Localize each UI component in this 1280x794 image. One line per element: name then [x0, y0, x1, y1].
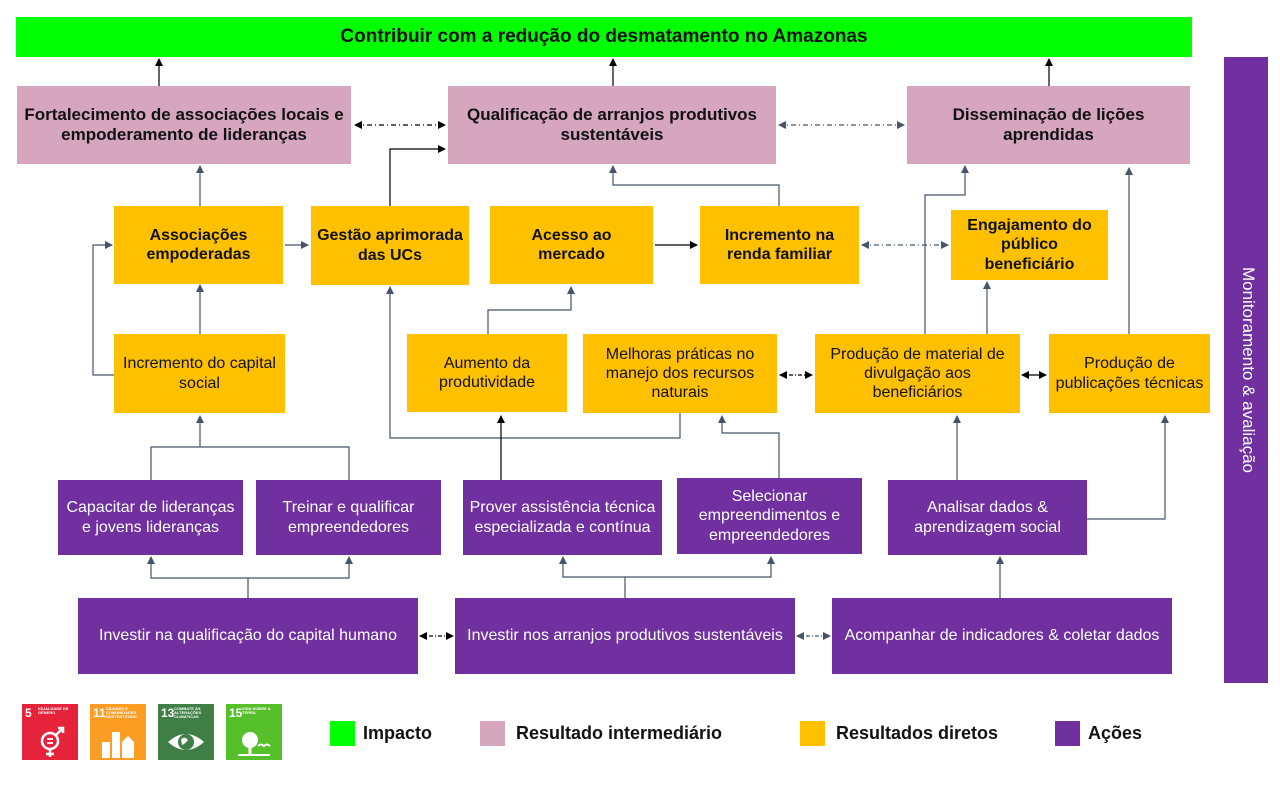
direct-associacoes: Associações empoderadas [114, 206, 283, 284]
legend-swatch-acoes [1055, 721, 1080, 746]
action-investir-arranjos: Investir nos arranjos produtivos sustent… [455, 598, 795, 674]
city-icon [102, 732, 134, 758]
legend-swatch-diretos [800, 721, 825, 746]
direct-engajamento: Engajamento do público beneficiário [951, 210, 1108, 280]
eye-globe-icon [168, 734, 204, 750]
direct-label: Aumento da produtividade [438, 354, 536, 391]
sdg-text: CIDADES E COMUNIDADES SUSTENTÁVEIS [106, 706, 137, 720]
action-prover: Prover assistência técnica especializada… [463, 480, 662, 555]
sdg-5-badge: 5 IGUALDADE DE GÊNERO [22, 704, 78, 760]
direct-melhoras: Melhoras práticas no manejo dos recursos… [583, 334, 777, 413]
direct-incremento-capital: Incremento do capital social [114, 334, 285, 413]
intermediate-disseminacao: Disseminação de lições aprendidas [907, 86, 1190, 164]
gender-equality-icon [40, 726, 65, 757]
legend-label-impacto: Impacto [363, 723, 433, 743]
sdg-11-badge: 11 CIDADES E COMUNIDADES SUSTENTÁVEIS [90, 704, 146, 760]
direct-label: Produção de publicações técnicas [1055, 355, 1204, 392]
legend-label-acoes: Ações [1088, 723, 1143, 743]
action-selecionar: Selecionar empreendimentos e empreendedo… [677, 478, 862, 554]
action-label: Capacitar de lideranças e jovens lideran… [66, 499, 235, 536]
intermediate-qualificacao: Qualificação de arranjos produtivos sust… [448, 86, 776, 164]
legend-swatch-impacto [330, 721, 355, 746]
sdg-15-badge: 15 VIDA SOBRE A TERRA [226, 704, 282, 760]
action-analisar: Analisar dados & aprendizagem social [888, 480, 1087, 555]
direct-producao-publicacoes: Produção de publicações técnicas [1049, 334, 1210, 413]
direct-label: Incremento do capital social [123, 355, 276, 392]
action-label: Prover assistência técnica especializada… [469, 499, 656, 536]
direct-aumento: Aumento da produtividade [407, 334, 567, 412]
direct-gestao: Gestão aprimorada das UCs [311, 206, 469, 285]
intermediate-label: Disseminação de lições aprendidas [952, 104, 1145, 144]
sdg-number: 5 [25, 706, 32, 720]
action-label: Investir na qualificação do capital huma… [99, 627, 397, 645]
action-label: Treinar e qualificar empreendedores [282, 499, 415, 536]
direct-label: Engajamento do público beneficiário [967, 217, 1092, 273]
tree-icon [238, 732, 271, 756]
direct-label: Acesso ao mercado [531, 226, 612, 263]
action-investir-capital: Investir na qualificação do capital huma… [78, 598, 418, 674]
sdg-text: VIDA SOBRE A TERRA [242, 706, 271, 716]
direct-label: Gestão aprimorada das UCs [317, 227, 463, 264]
legend-label-diretos: Resultados diretos [836, 723, 999, 743]
impact-label: Contribuir com a redução do desmatamento… [340, 25, 868, 47]
action-acompanhar: Acompanhar de indicadores & coletar dado… [832, 598, 1172, 674]
impact-box: Contribuir com a redução do desmatamento… [16, 17, 1192, 57]
sdg-number: 13 [161, 706, 175, 720]
action-label: Analisar dados & aprendizagem social [914, 499, 1061, 536]
sdg-number: 11 [93, 706, 106, 720]
direct-label: Associações empoderadas [146, 226, 251, 263]
action-label: Investir nos arranjos produtivos sustent… [467, 627, 783, 645]
direct-acesso: Acesso ao mercado [490, 206, 653, 284]
legend-label-intermediario: Resultado intermediário [516, 723, 723, 743]
legend-swatch-intermediario [480, 721, 505, 746]
direct-label: Melhoras práticas no manejo dos recursos… [605, 345, 755, 402]
action-treinar: Treinar e qualificar empreendedores [256, 480, 441, 555]
direct-incremento-renda: Incremento na renda familiar [700, 206, 859, 284]
direct-label: Incremento na renda familiar [724, 226, 835, 263]
sdg-number: 15 [229, 706, 243, 720]
sdg-text: IGUALDADE DE GÊNERO [38, 706, 69, 716]
direct-label: Produção de material de divulgação aos b… [830, 345, 1005, 402]
direct-producao-material: Produção de material de divulgação aos b… [815, 334, 1020, 413]
monitoring-bar [1224, 57, 1268, 683]
action-capacitar: Capacitar de lideranças e jovens lideran… [58, 480, 243, 555]
action-label: Acompanhar de indicadores & coletar dado… [844, 627, 1160, 645]
intermediate-label: Qualificação de arranjos produtivos sust… [466, 104, 758, 144]
intermediate-label: Fortalecimento de associações locais e e… [24, 104, 344, 144]
sdg-13-badge: 13 COMBATE ÀS ALTERAÇÕES CLIMÁTICAS [158, 704, 214, 760]
sdg-text: COMBATE ÀS ALTERAÇÕES CLIMÁTICAS [174, 706, 202, 720]
action-label: Selecionar empreendimentos e empreendedo… [698, 488, 841, 544]
intermediate-fortalecimento: Fortalecimento de associações locais e e… [17, 86, 351, 164]
monitoring-label: Monitoramento & avaliação [1239, 266, 1258, 473]
